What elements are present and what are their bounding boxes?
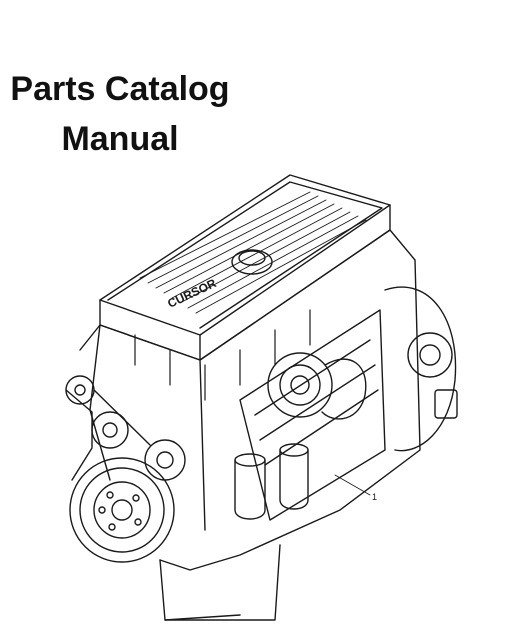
filters <box>234 443 309 520</box>
engine-illustration: CURSOR <box>40 150 500 630</box>
title-line-2: Manual <box>61 120 179 158</box>
crank-pulley <box>69 457 175 563</box>
title-line-1: Parts Catalog <box>10 70 230 108</box>
turbocharger <box>267 352 367 420</box>
catalog-title: Parts Catalog Manual <box>0 64 240 164</box>
oil-pan <box>159 544 281 621</box>
flywheel-housing <box>384 286 458 452</box>
accessory-pulleys <box>65 375 186 481</box>
callout-label: 1 <box>372 492 377 502</box>
